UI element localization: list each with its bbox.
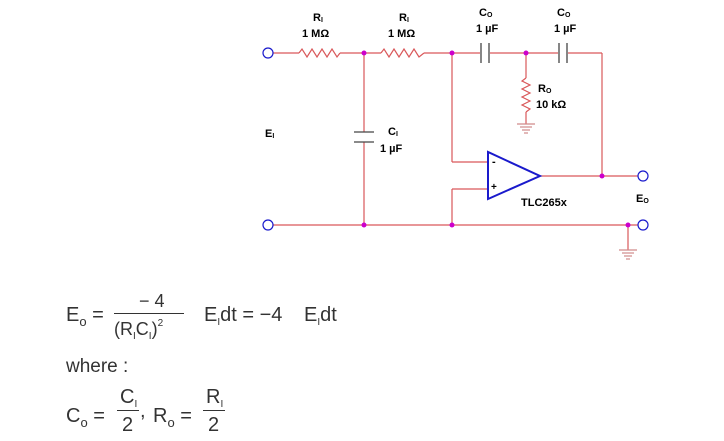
output-terminal-bottom bbox=[637, 219, 649, 231]
label-r2: RI bbox=[399, 12, 409, 24]
label-ro: RO bbox=[538, 83, 552, 95]
output-terminal-top bbox=[637, 170, 649, 182]
opamp-plus-sign: + bbox=[491, 182, 497, 193]
value-c2: 1 µF bbox=[554, 23, 577, 35]
eq3-co: Co = bbox=[66, 405, 105, 430]
eq1-numerator: − 4 bbox=[139, 291, 165, 311]
junction-nodes bbox=[361, 50, 631, 228]
value-ci: 1 µF bbox=[380, 143, 403, 155]
eq1-fraction-bar bbox=[114, 313, 184, 314]
opamp-minus-sign: - bbox=[492, 156, 496, 168]
value-c1: 1 µF bbox=[476, 23, 499, 35]
eq3-fraction-bar-1 bbox=[117, 410, 139, 411]
eq3-ro: Ro = bbox=[153, 405, 192, 430]
label-c2: CO bbox=[557, 7, 571, 19]
output-wire bbox=[540, 53, 638, 177]
capacitor-c1 bbox=[480, 43, 490, 63]
eq3-ri-numerator: RI bbox=[206, 386, 224, 410]
eq1-term1: EIdt = −4 bbox=[204, 304, 283, 328]
label-r1: RI bbox=[313, 12, 323, 24]
feedback-wire bbox=[451, 53, 488, 225]
opamp-triangle bbox=[487, 150, 543, 201]
input-terminal-top bbox=[262, 47, 274, 59]
input-terminal-bottom bbox=[262, 219, 274, 231]
ground-symbol-output bbox=[619, 249, 637, 260]
value-r1: 1 MΩ bbox=[302, 28, 330, 40]
bottom-wire bbox=[273, 224, 638, 250]
resistor-r1 bbox=[298, 47, 341, 59]
resistor-r2 bbox=[380, 47, 425, 59]
opamp-part-label: TLC265x bbox=[521, 197, 567, 209]
ground-symbol-ro bbox=[517, 123, 535, 134]
where-label: where : bbox=[66, 356, 129, 377]
value-ro: 10 kΩ bbox=[536, 99, 567, 111]
eq1-lhs: Eo = bbox=[66, 304, 104, 329]
label-output-eo: EO bbox=[636, 193, 649, 205]
label-ci: CI bbox=[388, 126, 398, 138]
eq1-denominator: (RICI)2 bbox=[114, 318, 164, 342]
eq3-ci-numerator: CI bbox=[120, 386, 138, 410]
eq1-term2: EIdt bbox=[304, 304, 337, 328]
eq3-den2: 2 bbox=[208, 414, 220, 436]
label-c1: CO bbox=[479, 7, 493, 19]
value-r2: 1 MΩ bbox=[388, 28, 416, 40]
resistor-ro bbox=[520, 77, 532, 113]
eq3-comma: , bbox=[140, 400, 146, 422]
capacitor-c2 bbox=[558, 43, 568, 63]
eq3-fraction-bar-2 bbox=[203, 410, 225, 411]
eq3-den1: 2 bbox=[122, 414, 134, 436]
label-input-ei: EI bbox=[265, 128, 275, 140]
capacitor-ci bbox=[354, 131, 374, 143]
